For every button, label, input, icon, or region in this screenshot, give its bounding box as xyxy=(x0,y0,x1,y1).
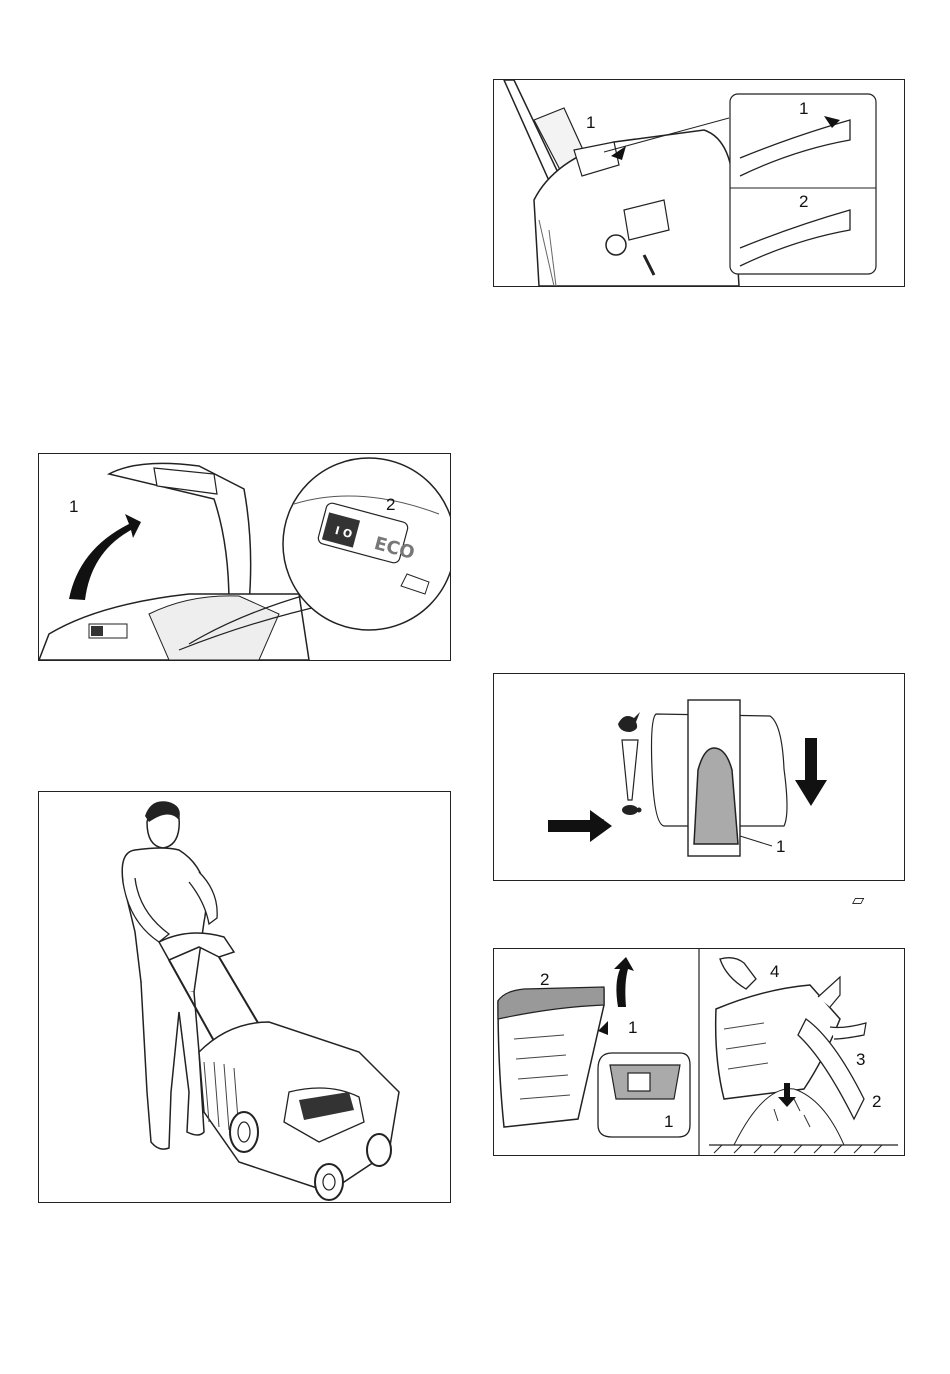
curved-arrow-icon xyxy=(614,957,634,1007)
figure-height-indicator: 1 1 2 xyxy=(493,79,905,287)
callout-label: 2 xyxy=(799,193,808,210)
callout-label: 2 xyxy=(540,971,549,988)
arrow-down-icon xyxy=(795,738,827,806)
callout-label: 1 xyxy=(628,1019,637,1036)
callout-label: 1 xyxy=(69,498,78,515)
callout-label: 2 xyxy=(872,1093,881,1110)
callout-label: 1 xyxy=(776,838,785,855)
turtle-icon xyxy=(622,805,642,815)
arrow-right-icon xyxy=(548,810,612,842)
speed-lever-illustration xyxy=(494,674,904,880)
callout-label: 1 xyxy=(586,114,595,131)
height-indicator-illustration xyxy=(494,80,904,286)
curved-arrow-icon xyxy=(69,514,141,600)
callout-label: 4 xyxy=(770,963,779,980)
stray-symbol: ▱ xyxy=(852,890,864,909)
grass-box-illustration xyxy=(494,949,904,1155)
callout-label: 3 xyxy=(856,1051,865,1068)
figure-mowing-operator xyxy=(38,791,451,1203)
figure-speed-lever: 1 xyxy=(493,673,905,881)
callout-label: 1 xyxy=(799,100,808,117)
rabbit-icon xyxy=(618,712,640,732)
callout-label: 2 xyxy=(386,496,395,513)
callout-label: 1 xyxy=(664,1113,673,1130)
mowing-operator-illustration xyxy=(39,792,450,1202)
figure-switch-cover: 1 2 I O ECO xyxy=(38,453,451,661)
figure-grass-box: 2 1 1 4 3 2 xyxy=(493,948,905,1156)
